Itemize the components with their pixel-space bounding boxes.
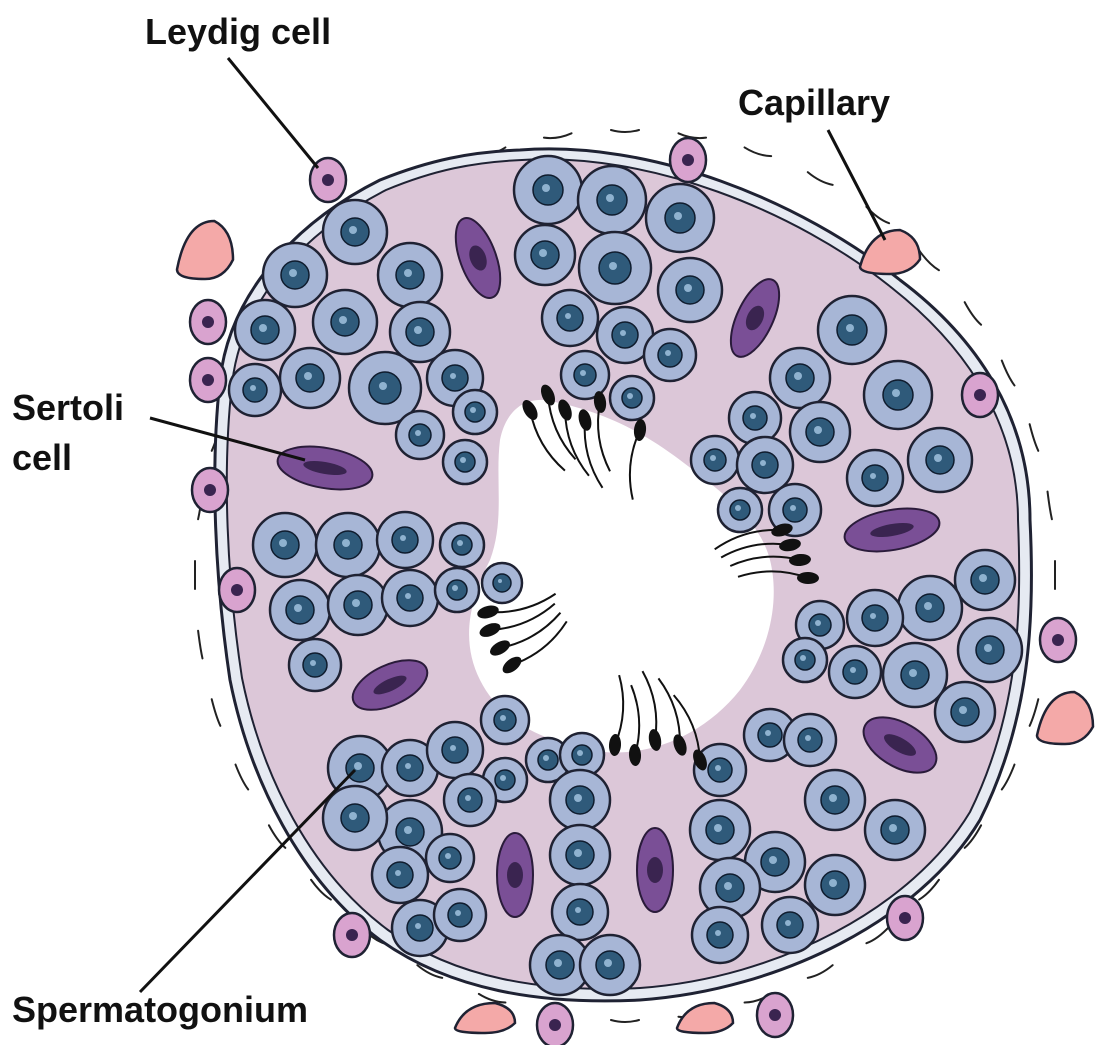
germ-cell-icon (382, 570, 438, 626)
sertoli-cell-icon (497, 833, 533, 917)
germ-cell-icon (610, 376, 654, 420)
germ-cell-icon (434, 889, 486, 941)
leydig-cell-icon (962, 373, 998, 417)
germ-cell-icon (935, 682, 995, 742)
germ-cell-icon (658, 258, 722, 322)
germ-cell-icon (514, 156, 582, 224)
germ-cell-icon (550, 770, 610, 830)
leader-leydig-cell (228, 58, 318, 168)
germ-cell-icon (561, 351, 609, 399)
capillary-icon (177, 221, 233, 279)
germ-cell-icon (898, 576, 962, 640)
germ-cell-icon (829, 646, 881, 698)
germ-cell-icon (323, 200, 387, 264)
germ-cell-icon (818, 296, 886, 364)
germ-cell-icon (864, 361, 932, 429)
germ-cell-icon (692, 907, 748, 963)
germ-cell-icon (426, 834, 474, 882)
leydig-cell-icon (190, 358, 226, 402)
germ-cell-icon (316, 513, 380, 577)
leydig-cell-icon (1040, 618, 1076, 662)
germ-cell-icon (396, 411, 444, 459)
germ-cell-icon (443, 440, 487, 484)
germ-cell-icon (578, 166, 646, 234)
leydig-cell-icon (670, 138, 706, 182)
germ-cell-icon (235, 300, 295, 360)
label-sertoli-cell-line2: cell (12, 437, 72, 478)
germ-cell-icon (453, 390, 497, 434)
germ-cell-icon (427, 722, 483, 778)
germ-cell-icon (805, 770, 865, 830)
germ-cell-icon (737, 437, 793, 493)
germ-cell-icon (313, 290, 377, 354)
germ-cell-icon (718, 488, 762, 532)
germ-cell-icon (783, 638, 827, 682)
label-sertoli-cell-line1: Sertoli (12, 387, 124, 428)
leydig-cell-icon (219, 568, 255, 612)
germ-cell-icon (253, 513, 317, 577)
germ-cell-icon (644, 329, 696, 381)
leydig-cell-icon (757, 993, 793, 1037)
germ-cell-icon (323, 786, 387, 850)
label-spermatogonium: Spermatogonium (12, 989, 308, 1030)
leydig-cell-icon (537, 1003, 573, 1045)
germ-cell-icon (444, 774, 496, 826)
germ-cell-icon (847, 590, 903, 646)
germ-cell-icon (805, 855, 865, 915)
germ-cell-icon (579, 232, 651, 304)
germ-cell-icon (270, 580, 330, 640)
germ-cell-icon (690, 800, 750, 860)
germ-cell-icon (729, 392, 781, 444)
germ-cell-icon (378, 243, 442, 307)
germ-cell-icon (263, 243, 327, 307)
germ-cell-icon (440, 523, 484, 567)
leydig-cell-icon (887, 896, 923, 940)
capillary-icon (677, 1003, 733, 1033)
capillary-icon (455, 1003, 515, 1033)
leydig-cell-icon (334, 913, 370, 957)
germ-cell-icon (515, 225, 575, 285)
label-leydig-cell: Leydig cell (145, 11, 331, 52)
germ-cell-icon (482, 563, 522, 603)
germ-cell-icon (542, 290, 598, 346)
capillary-icon (1037, 692, 1093, 744)
germ-cell-icon (958, 618, 1022, 682)
germ-cell-icon (550, 825, 610, 885)
germ-cell-icon (280, 348, 340, 408)
leydig-cell-icon (190, 300, 226, 344)
leydig-cell-icon (192, 468, 228, 512)
germ-cell-icon (435, 568, 479, 612)
germ-cell-icon (229, 364, 281, 416)
germ-cell-icon (790, 402, 850, 462)
leader-capillary (828, 130, 885, 240)
germ-cell-icon (646, 184, 714, 252)
capillary-icon (860, 230, 920, 274)
germ-cell-icon (372, 847, 428, 903)
germ-cell-icon (908, 428, 972, 492)
germ-cell-icon (865, 800, 925, 860)
germ-cell-icon (691, 436, 739, 484)
germ-cell-icon (328, 575, 388, 635)
germ-cell-icon (580, 935, 640, 995)
germ-cell-icon (784, 714, 836, 766)
germ-cell-icon (377, 512, 433, 568)
germ-cell-icon (289, 639, 341, 691)
sertoli-cell-icon (637, 828, 673, 912)
label-capillary: Capillary (738, 82, 890, 123)
germ-cell-icon (762, 897, 818, 953)
germ-cell-icon (481, 696, 529, 744)
germ-cell-icon (955, 550, 1015, 610)
germ-cell-icon (552, 884, 608, 940)
germ-cell-icon (770, 348, 830, 408)
germ-cell-icon (847, 450, 903, 506)
